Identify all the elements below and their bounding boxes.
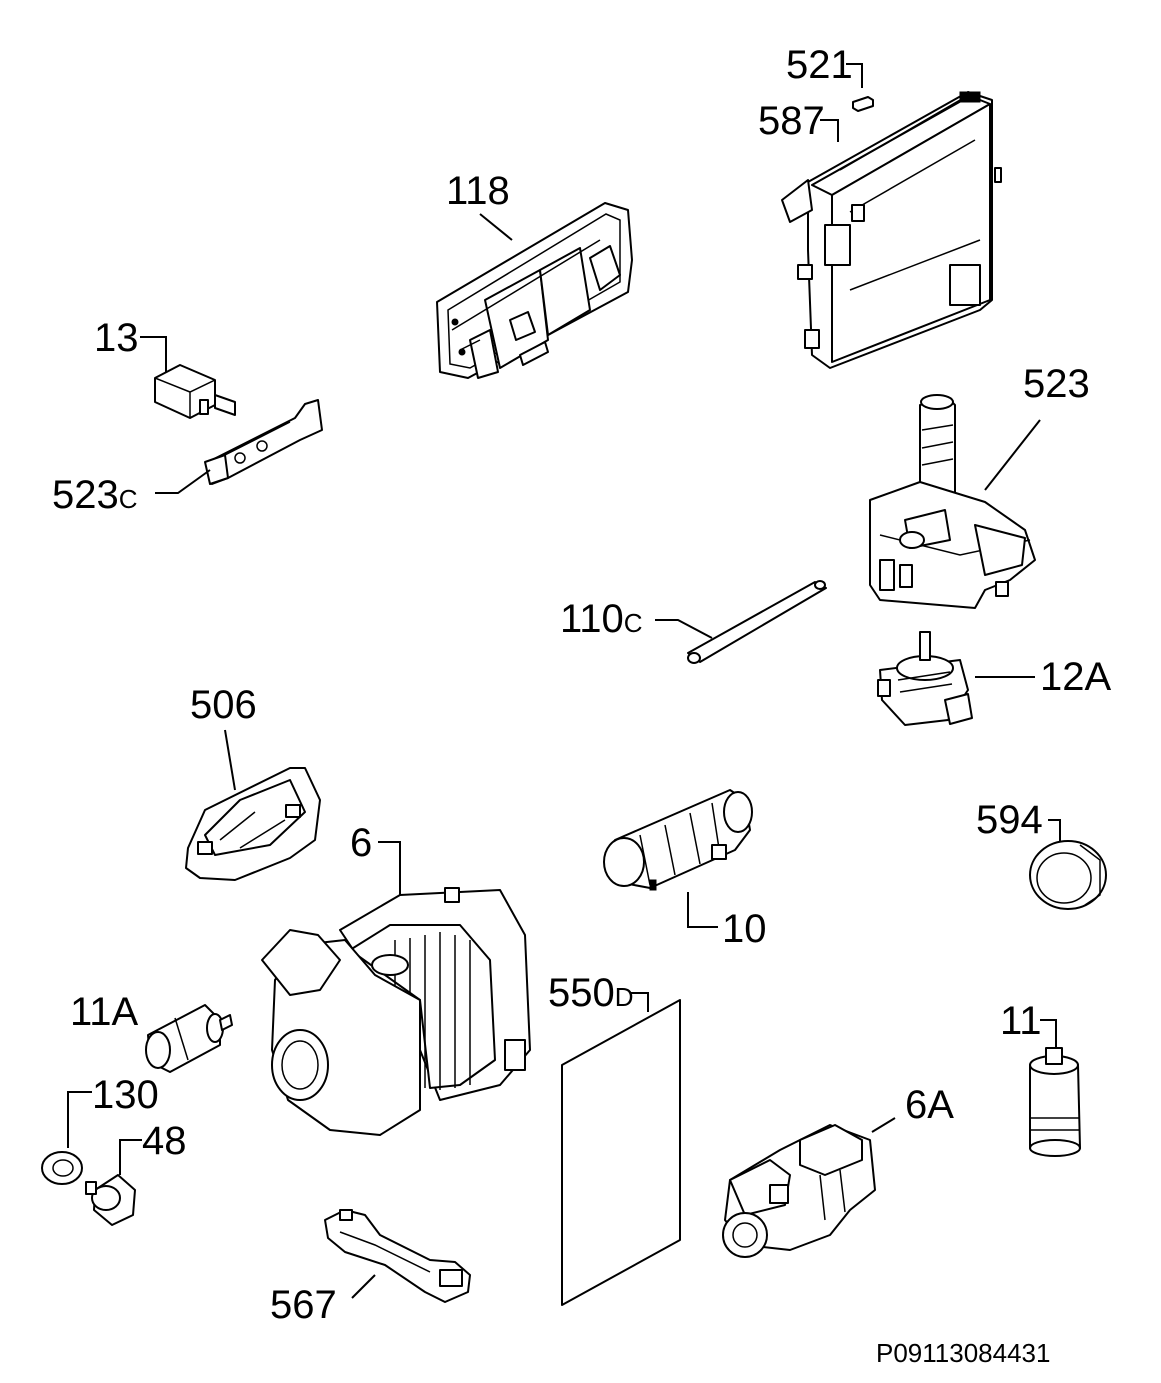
leader-130 — [67, 1091, 92, 1148]
part-6a-drain-pump — [722, 1124, 876, 1258]
part-594-cap — [1029, 840, 1107, 910]
leader-48 — [119, 1139, 142, 1175]
svg-text:110C: 110C — [560, 597, 643, 641]
label-48: 48 — [142, 1119, 187, 1163]
part-130-seal-ring — [41, 1151, 83, 1185]
label-6: 6 — [350, 821, 372, 865]
label-523c-suffix: C — [119, 484, 138, 514]
part-523c-bracket — [204, 399, 323, 485]
label-110c-number: 110 — [560, 597, 624, 641]
label-11a: 11A — [70, 990, 139, 1034]
label-12a: 12A — [1040, 655, 1111, 699]
leader-567 — [351, 1274, 376, 1299]
leader-11 — [1040, 1019, 1057, 1048]
leader-10 — [687, 892, 718, 928]
label-567: 567 — [270, 1283, 337, 1327]
leader-118 — [479, 213, 513, 241]
label-521: 521 — [786, 43, 853, 87]
part-11a-capacitor — [145, 1004, 233, 1073]
leader-110c — [655, 619, 713, 639]
svg-text:550D: 550D — [548, 971, 634, 1015]
part-12a-pressure-switch — [877, 631, 973, 726]
svg-text:523C: 523C — [52, 473, 138, 517]
part-118-control-panel — [436, 202, 633, 379]
label-594: 594 — [976, 798, 1043, 842]
leader-506 — [224, 729, 236, 791]
label-118: 118 — [446, 169, 510, 213]
part-506-cover — [185, 767, 321, 881]
leader-523 — [984, 419, 1041, 491]
part-567-bracket — [324, 1209, 471, 1303]
label-10: 10 — [722, 907, 767, 951]
leader-6a — [871, 1117, 896, 1133]
label-550d-number: 550 — [548, 971, 615, 1015]
part-10-heater — [603, 789, 753, 891]
leader-587 — [820, 119, 839, 142]
part-6-circulation-pump — [261, 887, 531, 1136]
leader-594 — [1048, 819, 1061, 842]
label-13: 13 — [94, 316, 139, 360]
leader-521 — [846, 63, 863, 88]
part-110c-hose — [687, 580, 827, 664]
label-110c-suffix: C — [624, 608, 643, 638]
label-523: 523 — [1023, 362, 1090, 406]
part-13-switch — [154, 364, 236, 419]
part-550d-document — [561, 999, 681, 1306]
part-11-cylinder — [1029, 1047, 1081, 1157]
part-521-chip — [852, 96, 874, 112]
part-48-valve — [85, 1174, 136, 1226]
label-11: 11 — [1000, 999, 1042, 1043]
leader-13 — [140, 336, 167, 372]
part-523-sensor-assembly — [869, 394, 1036, 609]
label-130: 130 — [92, 1073, 159, 1117]
label-550d-suffix: D — [615, 982, 634, 1012]
diagram-reference-code: P09113084431 — [876, 1338, 1050, 1368]
label-523c-number: 523 — [52, 473, 119, 517]
part-587-control-module — [781, 91, 1002, 369]
label-587: 587 — [758, 99, 825, 143]
leader-523c — [155, 469, 211, 494]
leader-6 — [378, 841, 401, 895]
label-506: 506 — [190, 683, 257, 727]
label-6a: 6A — [905, 1083, 954, 1127]
leader-550d — [630, 992, 649, 1012]
